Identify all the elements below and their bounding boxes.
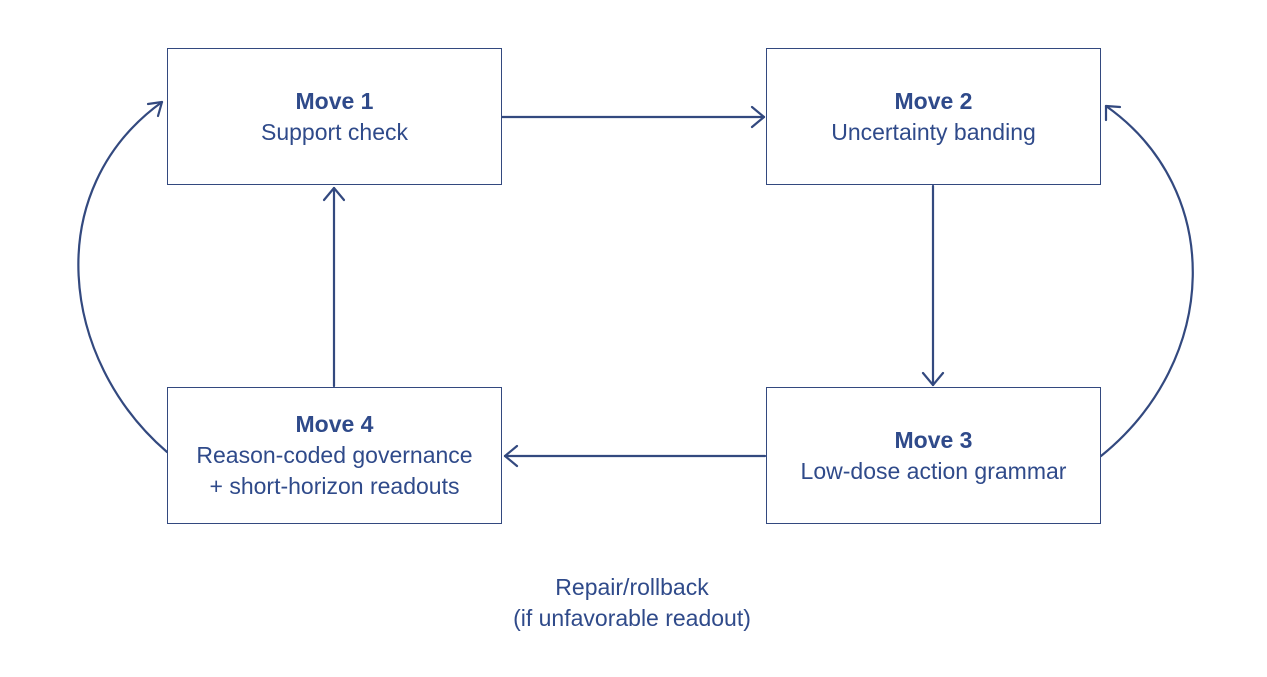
arrowhead-move1-bottom xyxy=(322,186,346,202)
arrowhead-repair-right xyxy=(1104,104,1122,122)
move-2-label: Uncertainty banding xyxy=(831,118,1036,145)
move-3-title: Move 3 xyxy=(894,426,973,453)
arrowhead-move4 xyxy=(503,444,519,468)
repair-arc-left xyxy=(77,100,169,454)
repair-arc-right xyxy=(1099,104,1194,458)
move-4-title: Move 4 xyxy=(295,411,374,437)
arrowhead-move3 xyxy=(921,371,945,387)
caption-line-1: Repair/rollback xyxy=(555,574,709,600)
move-2-box: Move 2 Uncertainty banding xyxy=(766,48,1101,185)
move-3-box: Move 3 Low-dose action grammar xyxy=(766,387,1101,524)
arrowhead-move2 xyxy=(750,105,766,129)
move-1-label: Support check xyxy=(260,118,409,145)
move-4-box: Move 4 Reason-coded governance + short-h… xyxy=(167,387,502,524)
arrowhead-repair-left xyxy=(146,100,164,118)
repair-rollback-caption: Repair/rollback (if unfavorable readout) xyxy=(432,572,832,634)
move-2-title: Move 2 xyxy=(894,87,973,114)
move-4-label-line-2: + short-horizon readouts xyxy=(209,473,460,499)
caption-line-2: (if unfavorable readout) xyxy=(513,605,751,631)
move-3-label: Low-dose action grammar xyxy=(800,457,1067,484)
move-1-box: Move 1 Support check xyxy=(167,48,502,185)
move-1-title: Move 1 xyxy=(295,87,374,114)
move-4-label-line-1: Reason-coded governance xyxy=(196,442,473,468)
